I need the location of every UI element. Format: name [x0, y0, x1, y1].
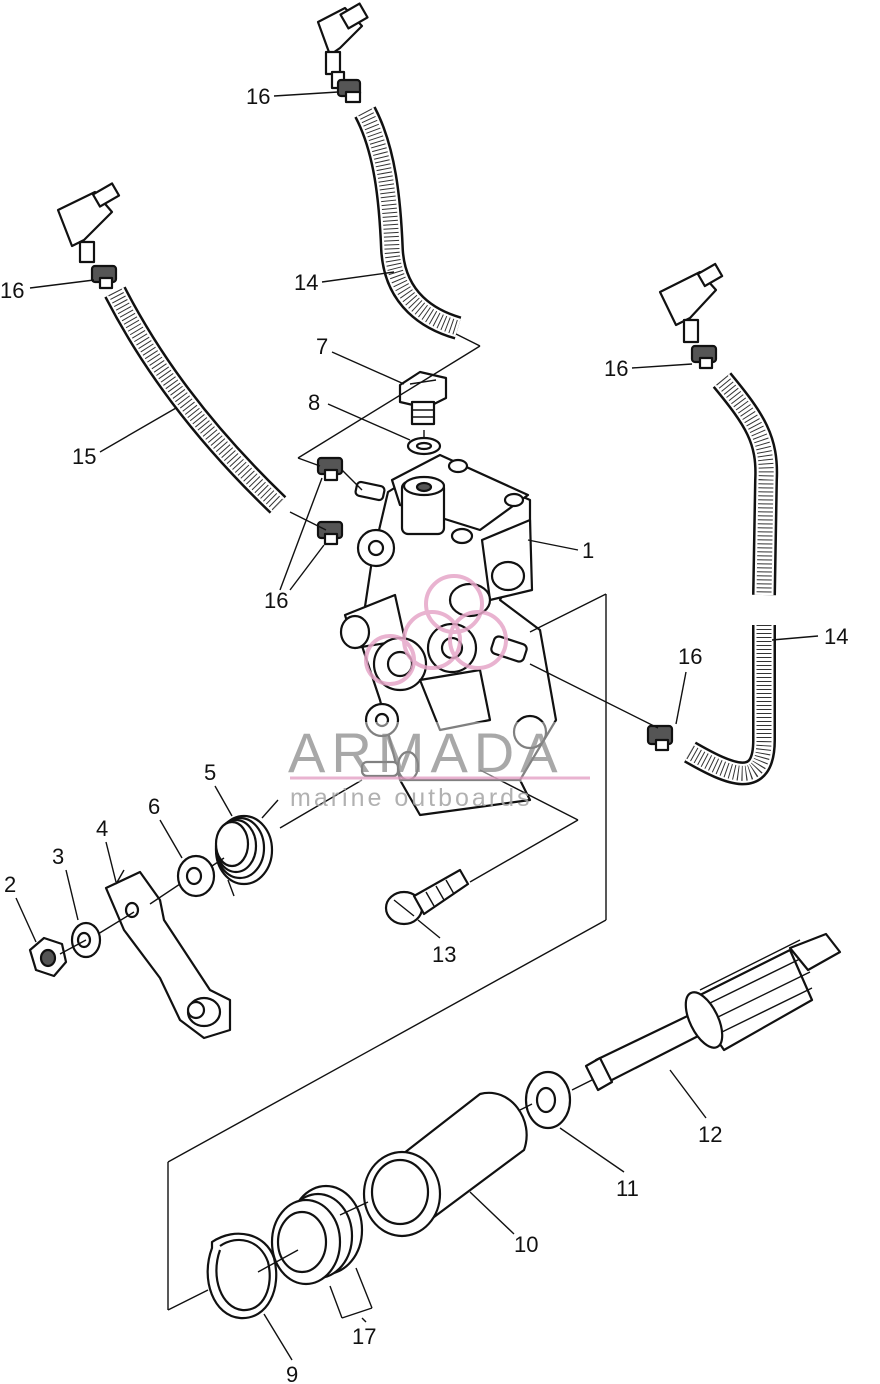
callout-11: 11	[616, 1176, 639, 1201]
watermark: ARMADA marine outboards	[286, 574, 590, 812]
callout-16-left: 16	[0, 278, 24, 303]
callout-16-lower-right: 16	[678, 644, 702, 669]
screw-13	[384, 868, 470, 926]
callout-labels: 16 16 16 16 16 14 14 15 7 8 1 5 6 4 3 2 …	[0, 84, 848, 1384]
callout-15: 15	[72, 444, 96, 469]
washer-6	[176, 854, 216, 898]
washer-8	[406, 436, 442, 456]
snap-ring-9	[206, 1232, 278, 1320]
washer-11	[524, 1070, 572, 1130]
hose-14-right-lower	[684, 625, 776, 786]
callout-2: 2	[4, 872, 16, 897]
hose-15	[104, 286, 287, 514]
leader-lines	[15, 91, 819, 1361]
callout-14-right: 14	[824, 624, 848, 649]
clip-16-left	[90, 264, 118, 290]
clip-16-right	[690, 344, 718, 370]
callout-14-top: 14	[294, 270, 318, 295]
fitting-right	[658, 262, 724, 344]
callout-12: 12	[698, 1122, 722, 1147]
assembly-lines	[59, 333, 659, 1311]
bushing-10	[362, 1091, 528, 1238]
callout-10: 10	[514, 1232, 538, 1257]
spring-5	[214, 799, 279, 897]
lever-4	[104, 869, 232, 1040]
callout-5: 5	[204, 760, 216, 785]
callout-1: 1	[582, 538, 594, 563]
watermark-brand: ARMADA	[288, 721, 564, 784]
drive-shaft-12	[584, 932, 842, 1092]
clip-16-mid-upper	[316, 456, 344, 482]
nut-2	[28, 936, 68, 978]
hose-14-top	[354, 106, 462, 340]
fitting-left	[56, 182, 121, 264]
callout-6: 6	[148, 794, 160, 819]
callout-13: 13	[432, 942, 456, 967]
seals-17	[270, 1184, 364, 1286]
clip-16-mid-lower	[316, 520, 344, 546]
callout-3: 3	[52, 844, 64, 869]
callout-7: 7	[316, 334, 328, 359]
fitting-top	[316, 2, 369, 90]
callout-16-right: 16	[604, 356, 628, 381]
watermark-tagline: marine outboards	[290, 784, 533, 812]
clip-16-lower-right	[646, 724, 674, 752]
watermark-logo-rings	[364, 574, 508, 686]
callout-9: 9	[286, 1362, 298, 1384]
callout-16-middle: 16	[264, 588, 288, 613]
callout-16-top: 16	[246, 84, 270, 109]
callout-8: 8	[308, 390, 320, 415]
callout-4: 4	[96, 816, 108, 841]
clip-16-top	[336, 78, 362, 104]
callout-17: 17	[352, 1324, 376, 1349]
bolt-7	[398, 370, 448, 426]
hose-14-right-upper	[712, 372, 779, 596]
